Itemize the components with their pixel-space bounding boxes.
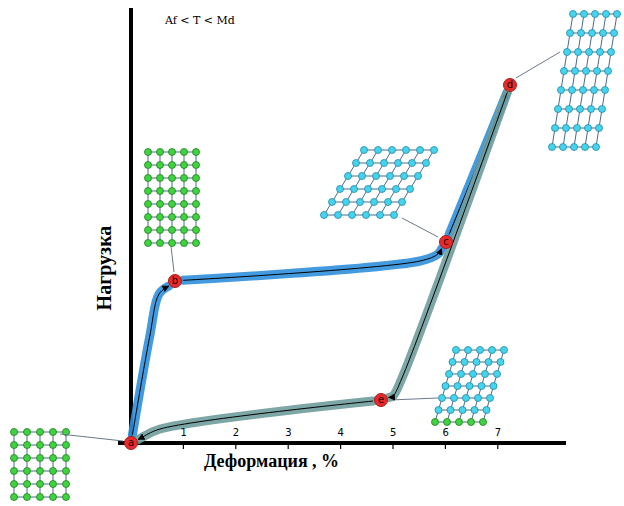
axis-tick [497,441,498,449]
mixed-lattice [432,347,508,426]
point-marker: c [439,235,453,249]
point-letter: a [128,438,134,448]
austenite-lattice [11,429,70,501]
tick-label: 1 [180,427,186,438]
leader-line [402,218,438,237]
martensite-lattice [549,11,621,151]
loading-path [132,286,168,435]
axis-tick [288,441,289,449]
point-marker: e [374,393,388,407]
tick-label: 3 [285,427,291,438]
loading-path [138,401,373,439]
axis-tick [445,441,446,449]
temperature-condition: Af < T < Md [165,14,235,27]
axis-title: Деформация , % [204,451,339,472]
point-letter: b [172,276,178,286]
tick-label: 5 [390,427,396,438]
leader-line [171,246,174,272]
loading-path [183,249,442,281]
leader-line [60,434,123,441]
point-letter: e [378,395,384,405]
point-marker: a [124,436,138,450]
axis-tick [392,441,393,449]
martensite-lattice [321,147,438,219]
x-axis [118,441,566,445]
point-letter: c [443,237,449,247]
point-marker: d [503,78,517,92]
axis-title: Нагрузка [93,226,116,311]
austenite-lattice [145,149,200,247]
tick-label: 6 [442,427,448,438]
tick-label: 7 [495,427,501,438]
tick-label: 2 [233,427,239,438]
leader-line [516,52,560,78]
y-axis [129,8,133,447]
loading-path [389,93,508,398]
axis-tick [183,441,184,449]
axis-tick [235,441,236,449]
point-letter: d [507,80,513,90]
axis-tick [340,441,341,449]
leader-line [390,398,438,400]
tick-label: 4 [338,427,344,438]
point-marker: b [168,274,182,288]
